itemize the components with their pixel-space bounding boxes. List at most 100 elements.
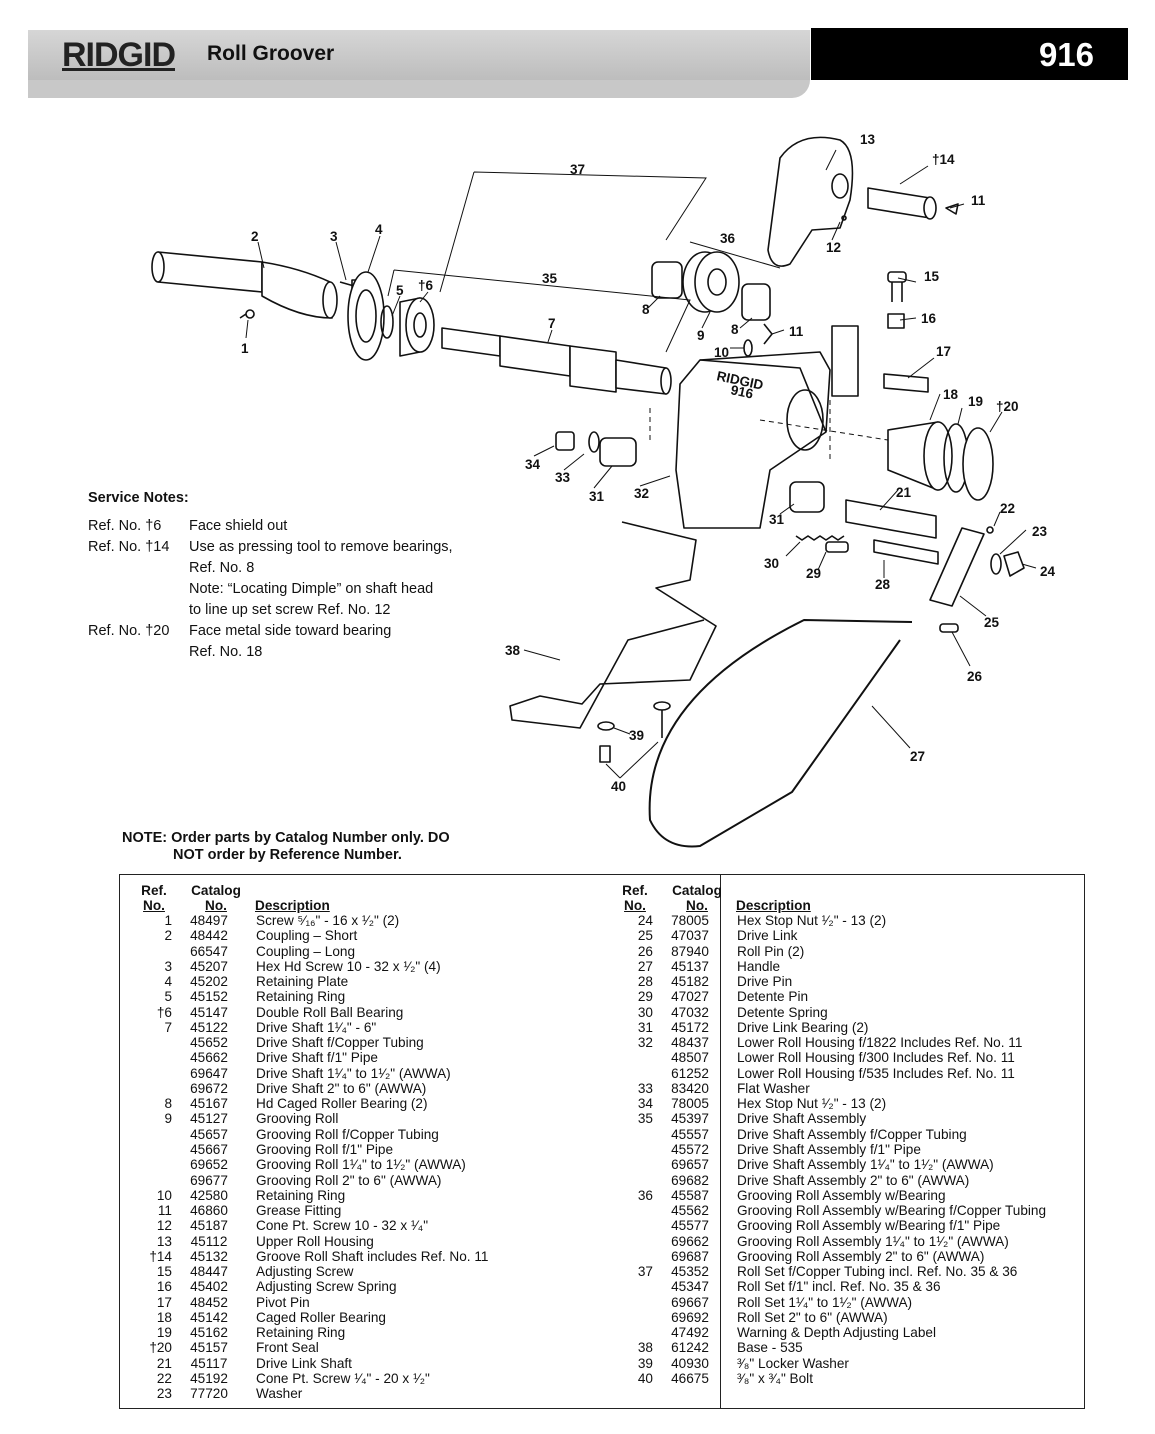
callout-14: †14 [932, 152, 955, 167]
part-ref-number: 11 [157, 1203, 172, 1219]
part-catalog-number: 45587 [671, 1187, 709, 1203]
part-catalog-number: 48497 [190, 913, 228, 928]
part-catalog-number: 45157 [190, 1340, 228, 1356]
part-description: Drive Link [737, 928, 798, 944]
part-catalog-number: 45162 [190, 1325, 228, 1341]
part-catalog-number: 45147 [190, 1004, 228, 1020]
part-catalog-number: 45167 [190, 1096, 228, 1112]
service-note-line: Note: “Locating Dimple” on shaft head [88, 579, 479, 600]
callout-40: 40 [611, 779, 626, 794]
part-description: Hex Stop Nut ¹⁄₂" - 13 (2) [737, 913, 887, 928]
housing-model-marking: 916 [729, 382, 755, 401]
part-description: Grooving Roll Assembly w/Bearing f/1" Pi… [737, 1218, 1001, 1234]
part-description: ³⁄₈" Locker Washer [737, 1355, 849, 1371]
part-ref-number: 33 [637, 1080, 653, 1096]
part-ref-number: 28 [637, 974, 653, 990]
part-ref-number [611, 1279, 659, 1294]
part-catalog-number: 45557 [671, 1126, 709, 1142]
part-description: Double Roll Ball Bearing [256, 1004, 404, 1020]
service-note-text: Note: “Locating Dimple” on shaft head [189, 581, 434, 597]
order-note: NOTE: Order parts by Catalog Number only… [122, 830, 450, 864]
part-description: Drive Shaft f/Copper Tubing [256, 1035, 424, 1051]
part-flat-washer [588, 431, 600, 453]
part-drive-shaft [441, 327, 672, 395]
part-description: Warning & Depth Adjusting Label [737, 1325, 936, 1341]
part-catalog-number: 83420 [671, 1080, 709, 1096]
part-catalog-number: 69677 [190, 1172, 228, 1188]
part-ref-number [611, 1050, 659, 1065]
part-cone-pt-screw [841, 215, 847, 221]
part-ref-number: 12 [156, 1218, 172, 1234]
part-ref-number [130, 1142, 178, 1157]
service-note-ref [88, 558, 189, 579]
part-drive-link-shaft [845, 499, 937, 539]
part-description: Grooving Roll Assembly w/Bearing [737, 1187, 946, 1203]
header-description: Description [736, 898, 811, 913]
part-description: Front Seal [256, 1340, 319, 1356]
service-note-line: Ref. No. 18 [88, 642, 479, 663]
part-description: Lower Roll Housing f/535 Includes Ref. N… [737, 1065, 1015, 1081]
part-ref-number [130, 1035, 178, 1050]
part-description: Flat Washer [737, 1080, 810, 1096]
part-catalog-number: 45352 [671, 1264, 709, 1280]
part-ref-number [130, 1081, 178, 1096]
header-tail [28, 80, 810, 98]
callout-29: 29 [806, 566, 821, 581]
part-description: Hex Stop Nut ¹⁄₂" - 13 (2) [737, 1096, 887, 1112]
callout-8a: 8 [642, 302, 650, 317]
model-badge: 916 [811, 28, 1128, 80]
part-upper-roll-housing [767, 136, 854, 267]
part-ref-number: 30 [637, 1004, 653, 1020]
part-description: Roll Pin (2) [737, 943, 805, 959]
callout-31a: 31 [589, 489, 605, 504]
part-catalog-number: 45667 [190, 1141, 228, 1157]
part-description: Base - 535 [737, 1340, 803, 1356]
part-description: Detente Spring [737, 1004, 828, 1020]
part-lower-roll-housing [675, 325, 859, 529]
part-catalog-number: 45152 [190, 989, 228, 1005]
part-description: Washer [256, 1386, 303, 1402]
part-description: Grooving Roll Assembly 2" to 6" (AWWA) [737, 1248, 985, 1264]
part-description: Retaining Plate [256, 974, 349, 990]
part-catalog-number: 69652 [190, 1157, 228, 1173]
part-catalog-number: 46675 [671, 1370, 709, 1386]
callout-18: 18 [943, 387, 959, 402]
part-ref-number: 23 [156, 1386, 172, 1402]
callout-9: 9 [697, 328, 705, 343]
part-catalog-number: 45397 [671, 1111, 709, 1127]
part-ref-number [611, 1142, 659, 1157]
header-catalog-top: Catalog [191, 883, 241, 898]
callout-34: 34 [525, 457, 541, 472]
part-base [509, 521, 717, 729]
part-ref-number: 25 [637, 928, 653, 944]
part-catalog-number: 45657 [190, 1126, 228, 1142]
part-catalog-number: 61252 [671, 1065, 709, 1081]
part-ref-number [130, 1173, 178, 1188]
callout-33: 33 [555, 470, 571, 485]
header-ref-top: Ref. [622, 883, 648, 898]
part-description: Retaining Ring [256, 1187, 346, 1203]
callout-24: 24 [1040, 564, 1056, 579]
part-grease-fitting [945, 203, 959, 215]
part-ref-number [130, 1050, 178, 1065]
brand-logo: RIDGID [62, 36, 176, 74]
service-note-ref [88, 642, 189, 663]
part-catalog-number: 45662 [190, 1050, 228, 1066]
callout-labels: 1 2 3 4 5 †6 7 8 8 9 10 11 11 12 13 †14 … [241, 132, 1056, 794]
part-ref-number: 17 [156, 1294, 172, 1310]
